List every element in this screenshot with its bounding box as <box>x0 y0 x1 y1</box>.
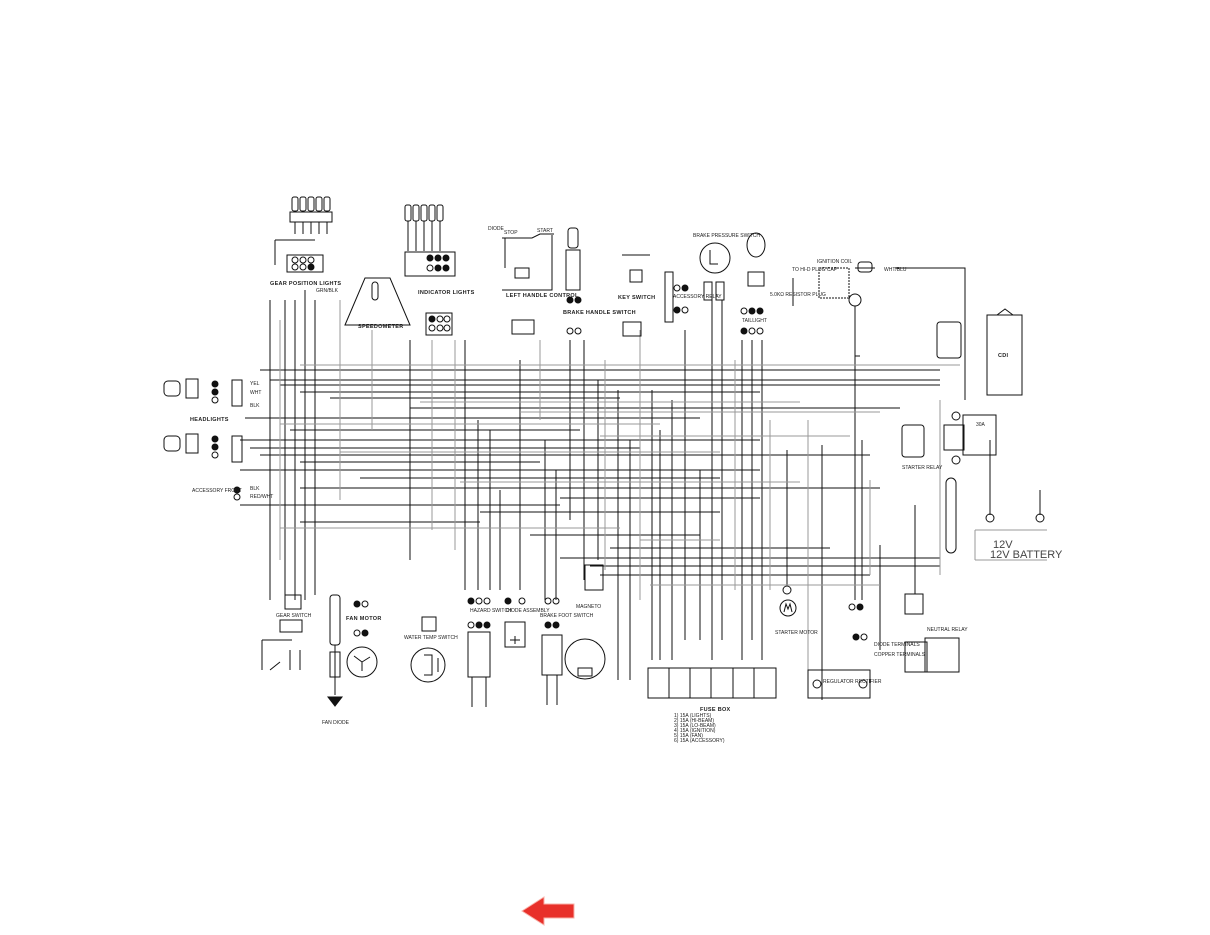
wire-label: WHT <box>250 390 261 396</box>
left-handle-control <box>502 233 554 291</box>
neutral-relay-label: NEUTRAL RELAY <box>927 627 968 633</box>
headlights <box>163 378 243 501</box>
starter-relay-label: STARTER RELAY <box>902 465 943 471</box>
water-temp-switch <box>410 616 446 683</box>
fuse-item: 5) 15A (FAN) <box>674 733 703 739</box>
indicator-lights-label: INDICATOR LIGHTS <box>418 290 475 296</box>
brake-pressure-switch <box>699 242 731 301</box>
speedometer-housing <box>344 277 411 326</box>
fuse-item: 4) 15A (IGNITION) <box>674 728 716 734</box>
battery <box>945 477 1047 561</box>
connector <box>511 319 535 335</box>
taillight <box>740 232 766 335</box>
fuse-30a-label: 30A <box>976 422 986 428</box>
wire-label: GRN/BLK <box>316 288 339 294</box>
cdi-label: CDI <box>998 353 1009 359</box>
accessory-relay-label: ACCESSORY RELAY <box>673 294 722 300</box>
regulator-rectifier <box>807 603 871 699</box>
fuse-item: 6) 15A (ACCESSORY) <box>674 738 725 744</box>
gear-position-lights <box>274 196 333 273</box>
magneto <box>564 564 606 680</box>
cdi-unit <box>936 308 1023 396</box>
wire-label: WHT/BLU <box>884 267 907 273</box>
speedometer-label: SPEEDOMETER <box>358 324 403 330</box>
diode-terminals-label: DIODE TERMINALS <box>874 642 920 648</box>
magneto-label: MAGNETO <box>576 604 601 610</box>
back-arrow-button[interactable] <box>520 895 576 927</box>
copper-terminals-label: COPPER TERMINALS <box>874 652 926 658</box>
ignition-coil <box>792 261 966 357</box>
gear-switch <box>261 594 303 671</box>
brake-handle-switch <box>565 227 582 335</box>
accessory-relay <box>664 271 689 323</box>
brake-handle-switch-label: BRAKE HANDLE SWITCH <box>563 310 636 316</box>
gear-position-lights-label: GEAR POSITION LIGHTS <box>270 281 341 287</box>
neutral-relay <box>904 593 960 673</box>
start-label: START <box>537 228 553 234</box>
diode-assembly-label: DIODE ASSEMBLY <box>506 608 550 614</box>
fan-motor <box>326 594 378 707</box>
headlights-label: HEADLIGHTS <box>190 417 229 423</box>
taillight-label: TAILLIGHT <box>742 318 767 324</box>
wires-grey <box>279 300 960 670</box>
accessory-front-label: ACCESSORY FRONT <box>192 488 242 494</box>
fuse-item: 3) 15A (LO-BEAM) <box>674 723 716 729</box>
fuse-item: 1) 15A (LIGHTS) <box>674 713 712 719</box>
fuse-item: 2) 15A (HI-BEAM) <box>674 718 714 724</box>
fan-diode-label: FAN DIODE <box>322 720 350 726</box>
hi-d-plug-cap-label: TO HI-D PLUG CAP <box>792 267 838 273</box>
hazard-switch-label: HAZARD SWITCH <box>470 608 512 614</box>
wire-label: YEL <box>250 381 260 387</box>
brake-pressure-switch-label: BRAKE PRESSURE SWITCH <box>693 233 760 239</box>
indicator-lights <box>404 204 456 336</box>
starter-relay <box>901 411 997 465</box>
battery-label: 12V BATTERY <box>990 549 1063 561</box>
wire-label: BLK <box>250 403 260 409</box>
brake-foot-switch-label: BRAKE FOOT SWITCH <box>540 613 594 619</box>
key-switch-label: KEY SWITCH <box>618 295 655 301</box>
fuse-box <box>647 667 777 699</box>
water-temp-switch-label: WATER TEMP SWITCH <box>404 635 458 641</box>
stop-label: STOP <box>504 230 518 236</box>
key-switch <box>622 254 650 337</box>
fuse-box-label: FUSE BOX <box>700 707 731 713</box>
starter-motor <box>779 585 797 617</box>
ignition-coil-label: IGNITION COIL <box>817 259 853 265</box>
left-handle-control-label: LEFT HANDLE CONTROL <box>506 293 579 299</box>
resistor-plug-label: 5.0KΩ RESISTOR PLUG <box>770 292 826 298</box>
wire-label: RED/WHT <box>250 494 273 500</box>
wire-label: BLK <box>250 486 260 492</box>
starter-motor-label: STARTER MOTOR <box>775 630 818 636</box>
brake-foot-switch <box>541 597 563 705</box>
gear-switch-label: GEAR SWITCH <box>276 613 312 619</box>
diode-label: DIODE <box>488 226 505 232</box>
diode-assembly <box>504 597 526 648</box>
battery-label-line1: 12V <box>993 539 1013 551</box>
regulator-rectifier-label: REGULATOR RECTIFIER <box>823 679 882 685</box>
hazard-switch <box>467 597 491 707</box>
speedometer-bulb-icon <box>371 281 379 301</box>
fuse-list: 1) 15A (LIGHTS) 2) 15A (HI-BEAM) 3) 15A … <box>674 713 725 744</box>
arrow-left-icon <box>521 896 575 926</box>
fan-motor-label: FAN MOTOR <box>346 616 382 622</box>
